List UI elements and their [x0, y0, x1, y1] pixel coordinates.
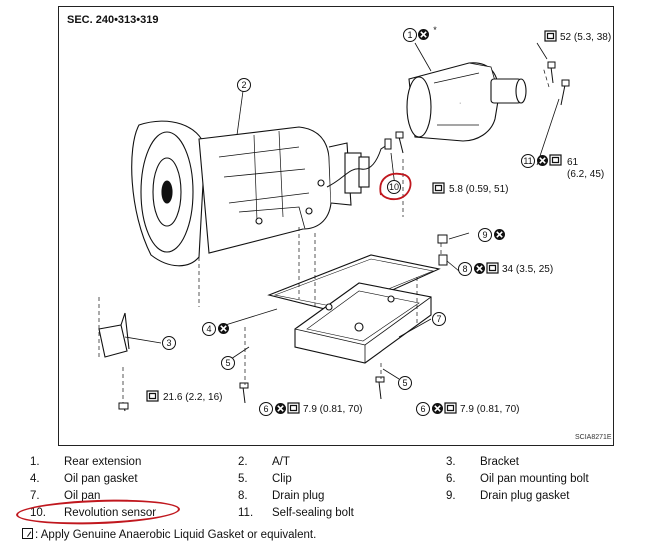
torque-52: 52 (5.3, 38) [544, 30, 611, 43]
callout-11: 11 [521, 154, 562, 168]
torque-7-9-left: 7.9 (0.81, 70) [303, 404, 362, 415]
torque-5-8: 5.8 (0.59, 51) [432, 182, 508, 195]
svg-text:·: · [459, 100, 461, 107]
svg-text:11: 11 [523, 156, 532, 166]
legend-item: 7.Oil pan [30, 490, 101, 502]
dashed-guides [98, 66, 550, 403]
svg-text:6: 6 [263, 404, 268, 414]
legend-item: 8.Drain plug [238, 490, 325, 502]
svg-text:*: * [433, 25, 437, 35]
bolts [118, 61, 570, 412]
torque-61-detail: (6.2, 45) [567, 169, 604, 180]
legend-item: 11.Self-sealing bolt [238, 507, 354, 519]
callout-5-right: 5 [398, 376, 412, 390]
legend-item: 5.Clip [238, 473, 292, 485]
svg-text:7: 7 [436, 314, 441, 324]
bracket [98, 312, 130, 358]
legend-item: 4.Oil pan gasket [30, 473, 138, 485]
callout-8: 8 [458, 262, 499, 276]
legend-item: 1.Rear extension [30, 456, 142, 468]
rear-extension [406, 62, 527, 142]
torque-21-6: 21.6 (2.2, 16) [146, 390, 222, 403]
callout-5-left: 5 [221, 356, 235, 370]
exploded-view-diagram: SEC. 240•313•319 [67, 14, 612, 441]
svg-text:9: 9 [482, 230, 487, 240]
section-title: SEC. 240•313•319 [67, 14, 159, 26]
callout-9: 9 [478, 228, 506, 242]
callout-1: 1 * [403, 25, 437, 42]
svg-text:6: 6 [420, 404, 425, 414]
callout-10-highlight [379, 173, 412, 201]
svg-text:4: 4 [206, 324, 211, 334]
callout-7: 7 [432, 312, 446, 326]
callout-3: 3 [162, 336, 176, 350]
sealant-note: : Apply Genuine Anaerobic Liquid Gasket … [22, 528, 316, 541]
svg-text:1: 1 [407, 30, 412, 40]
svg-text:3: 3 [166, 338, 171, 348]
callout-6-right: 6 [416, 402, 457, 416]
callout-6-left: 6 [259, 402, 300, 416]
transmission-at [131, 120, 370, 267]
torque-61: 61 [567, 157, 579, 168]
legend-item: 2.A/T [238, 456, 290, 468]
legend-item: 3.Bracket [446, 456, 519, 468]
legend-item: 9.Drain plug gasket [446, 490, 570, 502]
svg-text:10: 10 [389, 182, 399, 192]
svg-text:5: 5 [225, 358, 230, 368]
legend-item: 6.Oil pan mounting bolt [446, 473, 589, 485]
callout-4: 4 [202, 322, 230, 336]
figure-id: SCIA8271E [575, 434, 612, 441]
torque-34: 34 (3.5, 25) [502, 264, 553, 275]
diagram-frame: SEC. 240•313•319 [58, 6, 614, 446]
torque-7-9-right: 7.9 (0.81, 70) [460, 404, 519, 415]
svg-text:2: 2 [241, 80, 246, 90]
svg-text:5: 5 [402, 378, 407, 388]
legend-item-revolution-sensor: 10.Revolution sensor [30, 507, 157, 519]
callout-2: 2 [237, 78, 251, 92]
svg-text:8: 8 [462, 264, 467, 274]
revolution-sensor-wire [326, 144, 388, 188]
callout-10: 10 [387, 180, 401, 194]
svg-text:52 (5.3, 38): 52 (5.3, 38) [560, 32, 611, 43]
sealant-icon [22, 528, 33, 539]
svg-text:5.8 (0.59, 51): 5.8 (0.59, 51) [449, 184, 508, 195]
sealant-note-text: : Apply Genuine Anaerobic Liquid Gasket … [35, 529, 317, 541]
svg-text:21.6 (2.2, 16): 21.6 (2.2, 16) [163, 392, 222, 403]
oil-pan [267, 254, 441, 364]
